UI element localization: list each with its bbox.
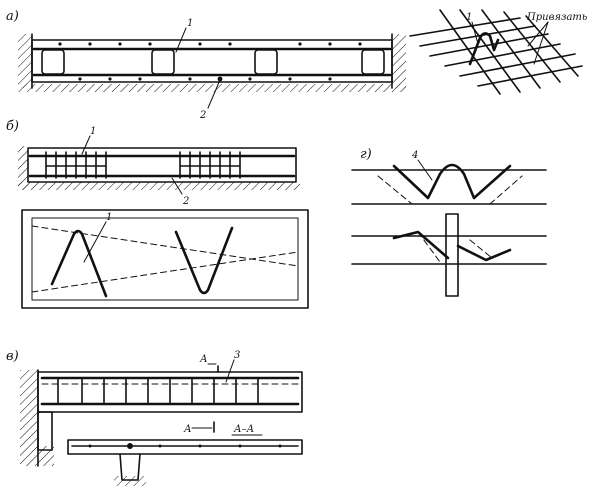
section-marker-top: А xyxy=(199,354,208,365)
wall-left-a xyxy=(18,34,32,88)
panel-b-plan: 1 xyxy=(21,209,309,309)
panel-b-beam: б) 1 2 xyxy=(6,119,300,207)
callout-g-4: 4 xyxy=(411,150,418,161)
beam-outline-a xyxy=(31,39,393,83)
beam-outline-b xyxy=(27,147,297,183)
stirrups-left-b xyxy=(45,151,107,179)
ground-b xyxy=(18,182,300,190)
ground-a xyxy=(18,84,406,92)
section-name: А–А xyxy=(233,424,254,435)
plan-bar-lambda xyxy=(50,229,108,298)
panel-label-b: б) xyxy=(6,119,19,134)
stirrups-v xyxy=(57,377,259,405)
callout-mesh-1: 1 xyxy=(466,12,472,23)
g-vertical-member xyxy=(445,213,459,297)
bar-dots-a xyxy=(58,42,362,82)
panel-v: в) А 3 А А–А xyxy=(6,349,303,486)
mesh-tied-panel: 1 Привязать xyxy=(409,9,587,95)
callout-b-1: 1 xyxy=(90,126,96,137)
panel-label-v: в) xyxy=(6,349,19,364)
callout-mesh-tie: Привязать xyxy=(526,12,587,23)
slab-outline-v xyxy=(37,371,303,413)
panel-g: г) 4 xyxy=(351,147,547,297)
callout-a-2: 2 xyxy=(199,110,206,121)
callout-a-1: 1 xyxy=(187,18,193,29)
wall-v xyxy=(20,370,38,466)
panel-a-beam: а) 1 2 xyxy=(6,9,406,121)
section-marker-bottom: А xyxy=(183,424,192,435)
section-dots xyxy=(88,444,282,448)
wall-right-a xyxy=(392,34,406,88)
panel-label-a: а) xyxy=(6,9,19,24)
stirrups-right-b xyxy=(179,151,241,179)
callout-b-plan-1: 1 xyxy=(106,212,112,223)
plan-outline-b xyxy=(21,209,309,309)
panel-label-g: г) xyxy=(360,147,372,162)
mesh-bent-bar xyxy=(468,32,500,66)
g-upper-bar xyxy=(392,163,512,200)
callout-b-2: 2 xyxy=(182,196,189,207)
section-slab xyxy=(67,439,303,455)
callout-v-3: 3 xyxy=(234,350,240,361)
plan-bar-v xyxy=(174,226,234,295)
